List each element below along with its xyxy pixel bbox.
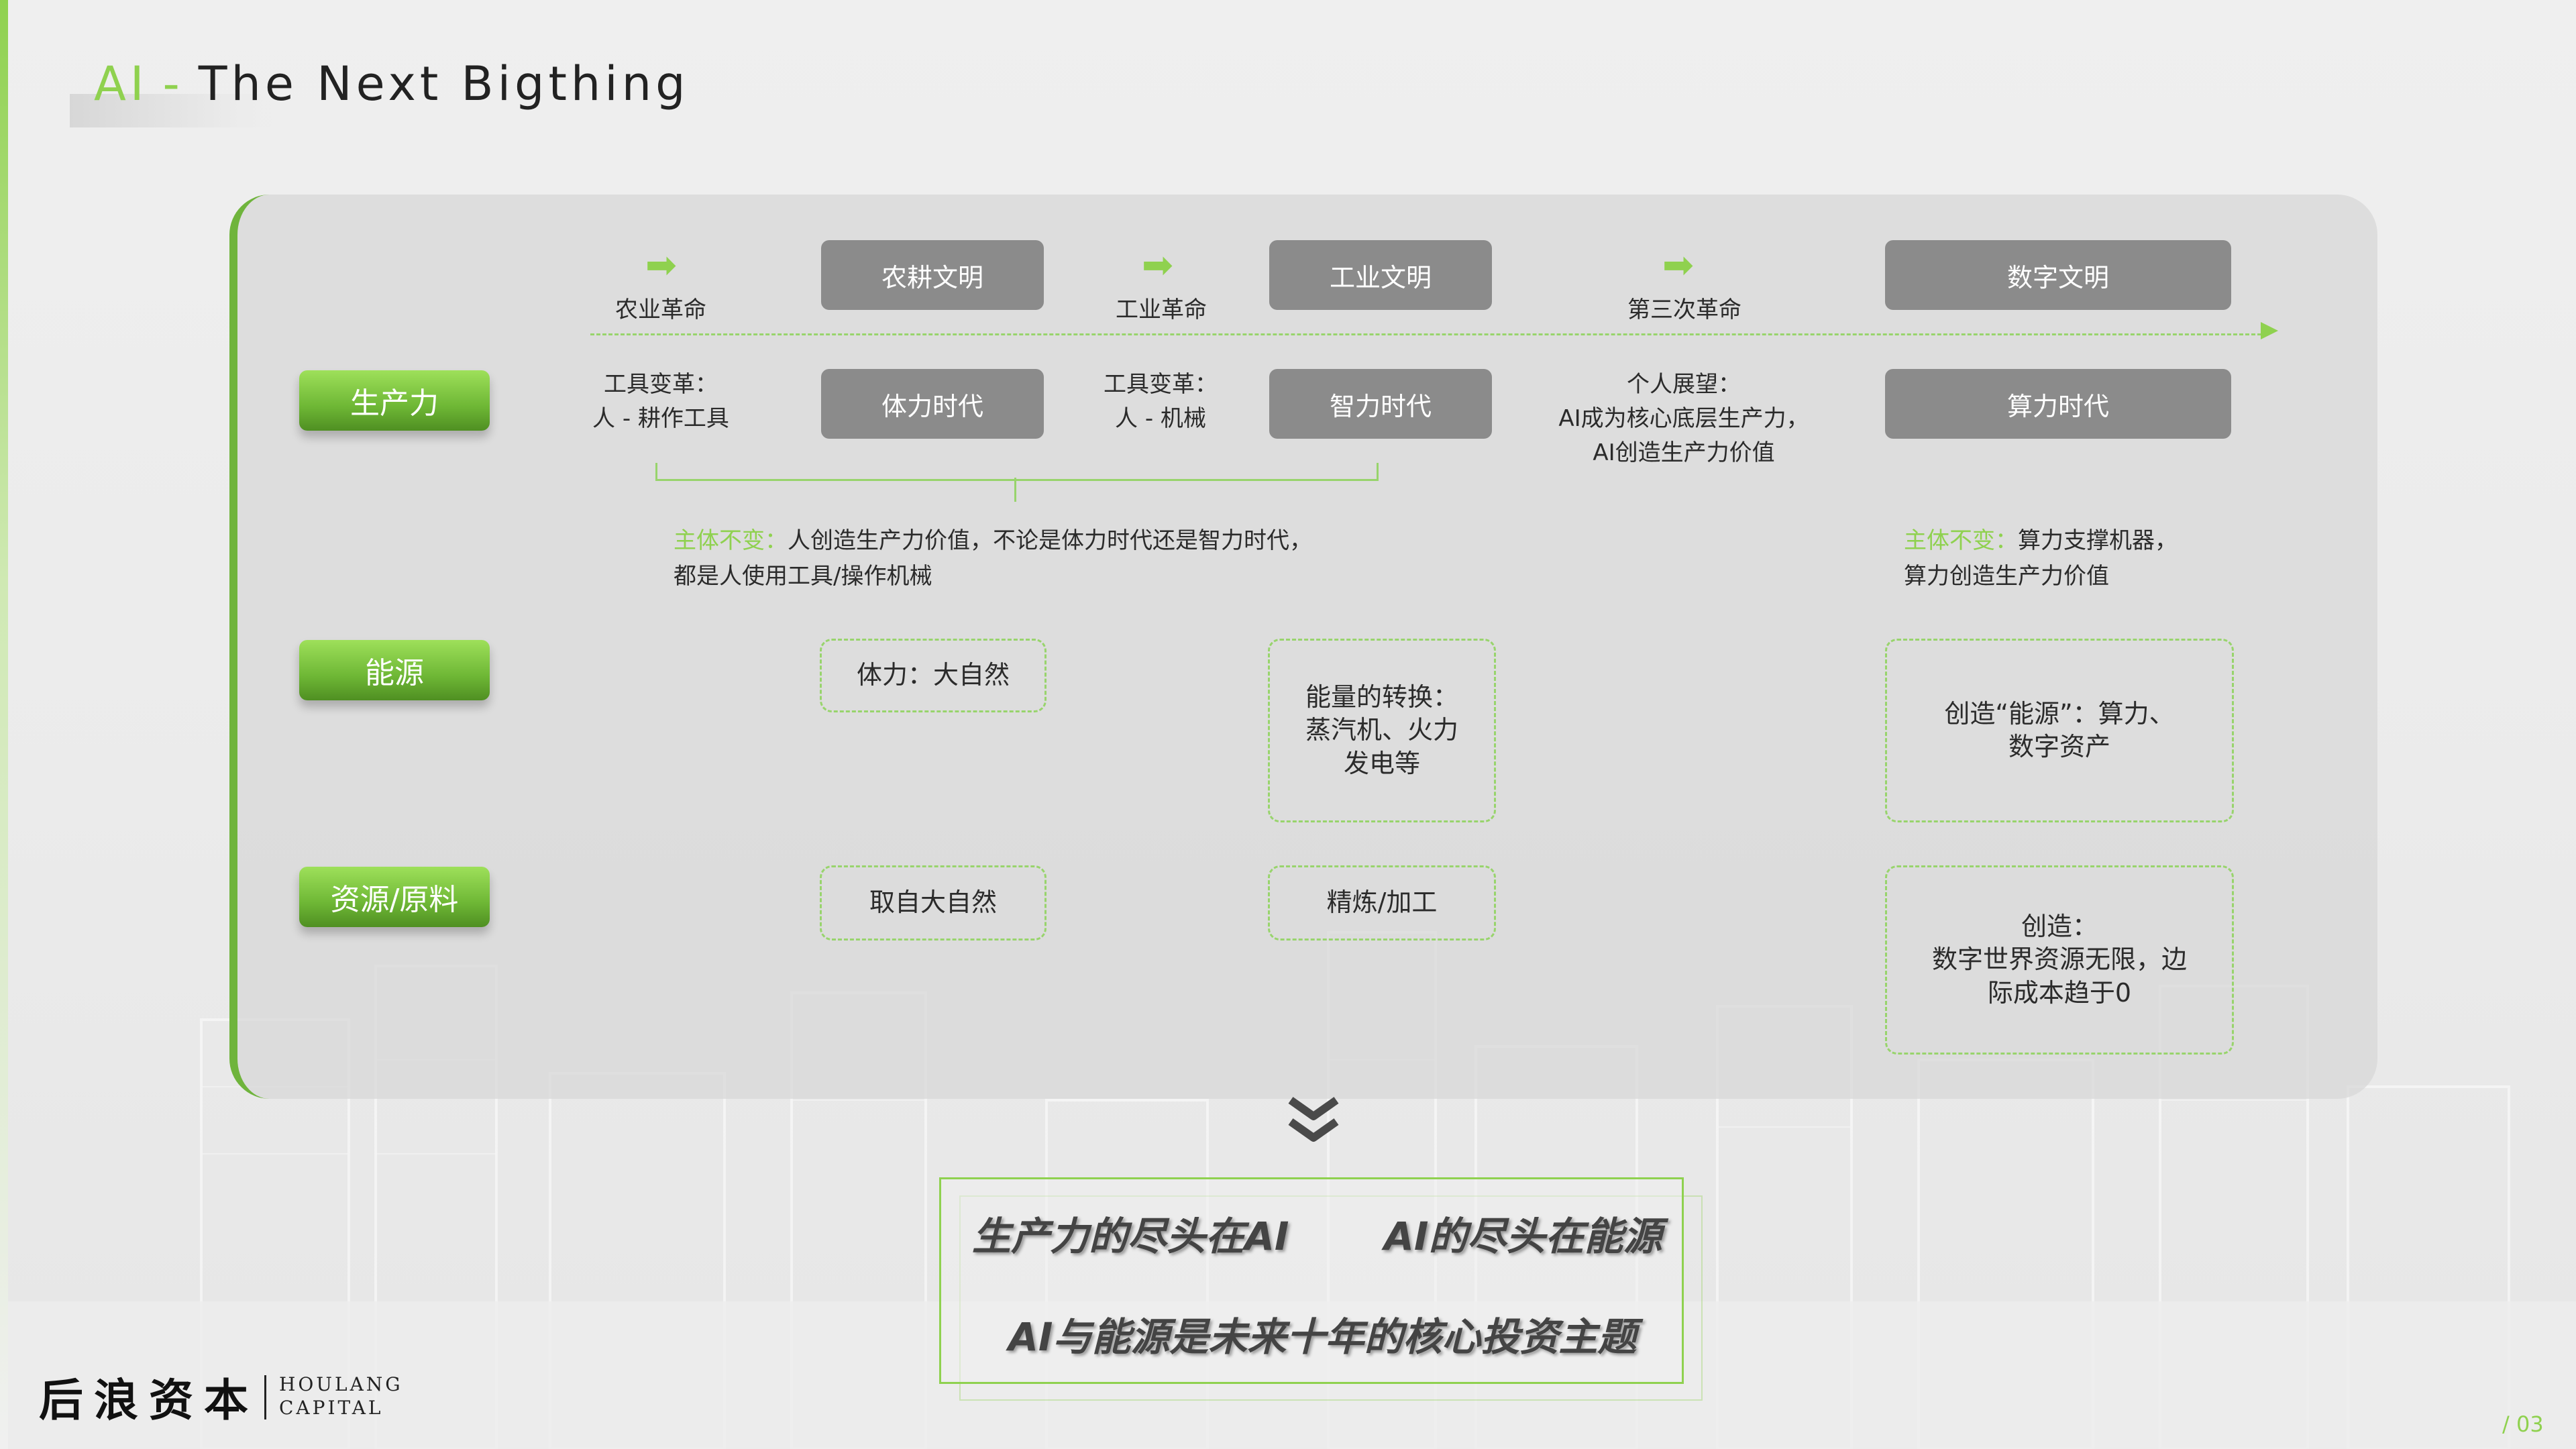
logo-english-line2: CAPITAL — [279, 1397, 384, 1419]
title-rest: The Next Bigthing — [198, 56, 690, 111]
era-compute: 算力时代 — [1885, 369, 2231, 439]
personal-vision-line2: AI创造生产力价值 — [1593, 439, 1775, 466]
grouping-brace-stem — [1014, 478, 1016, 502]
energy-box-3-line1: 创造“能源”：算力、 — [1944, 698, 2175, 729]
energy-box-2-line3: 发电等 — [1343, 748, 1420, 778]
row-label-resources: 资源/原料 — [299, 867, 490, 927]
title-dash: - — [162, 56, 184, 111]
note-right-line2: 算力创造生产力价值 — [1904, 562, 2109, 590]
tool-change-1: 工具变革： 人 - 耕作工具 — [577, 368, 745, 436]
energy-box-1: 体力：大自然 — [820, 639, 1046, 712]
resource-box-3-line3: 际成本趋于0 — [1987, 977, 2132, 1008]
timeline-arrowhead-icon — [2261, 322, 2278, 339]
tool-change-2-title: 工具变革： — [1104, 371, 1218, 398]
note-right-highlight: 主体不变： — [1904, 527, 2018, 554]
summary-line1a: 生产力的尽头在AI — [972, 1214, 1289, 1259]
page-title: AI-The Next Bigthing — [94, 56, 690, 111]
timeline-dashed-line — [590, 333, 2267, 335]
note-left-line2: 都是人使用工具/操作机械 — [674, 562, 932, 590]
page-number: / 03 — [2502, 1411, 2544, 1437]
energy-box-2-line1: 能量的转换： — [1305, 682, 1458, 712]
tool-change-1-title: 工具变革： — [604, 371, 718, 398]
tool-change-2-desc: 人 - 机械 — [1115, 405, 1206, 432]
title-ai: AI — [94, 56, 148, 111]
logo-english: HOULANG CAPITAL — [279, 1373, 403, 1419]
personal-vision-title: 个人展望： — [1627, 371, 1741, 398]
personal-vision: 个人展望： AI成为核心底层生产力， AI创造生产力价值 — [1536, 368, 1831, 470]
summary-line1b: AI的尽头在能源 — [1384, 1214, 1662, 1259]
revolution-label-1: 农业革命 — [615, 297, 706, 323]
logo-english-line1: HOULANG — [279, 1373, 403, 1395]
energy-box-3: 创造“能源”：算力、 数字资产 — [1885, 639, 2234, 822]
row-label-productivity: 生产力 — [299, 370, 490, 431]
double-chevron-down-icon — [1288, 1097, 1339, 1142]
revolution-label-2: 工业革命 — [1116, 297, 1207, 323]
civilization-agricultural: 农耕文明 — [821, 240, 1044, 310]
personal-vision-line1: AI成为核心底层生产力， — [1558, 405, 1809, 432]
summary-line2: AI与能源是未来十年的核心投资主题 — [1008, 1314, 1637, 1360]
resource-box-3: 创造： 数字世界资源无限，边 际成本趋于0 — [1885, 865, 2234, 1055]
tool-change-2: 工具变革： 人 - 机械 — [1087, 368, 1234, 436]
note-left-highlight: 主体不变： — [674, 527, 788, 554]
title-underlay — [70, 94, 284, 127]
resource-box-3-line1: 创造： — [2021, 911, 2098, 941]
arrow-right-icon: ➡ — [645, 244, 677, 287]
grouping-brace — [655, 463, 1379, 481]
note-left-line1: 人创造生产力价值，不论是体力时代还是智力时代， — [788, 527, 1312, 554]
resource-box-3-line2: 数字世界资源无限，边 — [1931, 945, 2187, 975]
note-right-line1: 算力支撑机器， — [2018, 527, 2178, 554]
revolution-label-3: 第三次革命 — [1627, 297, 1741, 323]
left-accent-bar — [0, 0, 8, 1449]
note-right: 主体不变：算力支撑机器， 算力创造生产力价值 — [1904, 523, 2178, 594]
resource-box-1: 取自大自然 — [820, 865, 1046, 941]
tool-change-1-desc: 人 - 耕作工具 — [592, 405, 729, 432]
panel-left-edge — [229, 195, 298, 1099]
era-physical: 体力时代 — [821, 369, 1044, 439]
summary-box: 生产力的尽头在AI AI的尽头在能源 AI与能源是未来十年的核心投资主题 — [939, 1177, 1684, 1384]
era-intelligence: 智力时代 — [1269, 369, 1492, 439]
row-label-energy: 能源 — [299, 640, 490, 700]
energy-box-2-line2: 蒸汽机、火力 — [1305, 715, 1458, 745]
arrow-right-icon: ➡ — [1142, 244, 1173, 287]
logo-chinese: 后浪资本 — [39, 1374, 259, 1426]
energy-box-3-line2: 数字资产 — [2008, 732, 2110, 761]
resource-box-2: 精炼/加工 — [1268, 865, 1496, 941]
logo-separator — [264, 1375, 266, 1419]
arrow-right-icon: ➡ — [1662, 244, 1694, 287]
diagram-panel — [231, 195, 2377, 1099]
civilization-industrial: 工业文明 — [1269, 240, 1492, 310]
civilization-digital: 数字文明 — [1885, 240, 2231, 310]
energy-box-2: 能量的转换： 蒸汽机、火力 发电等 — [1268, 639, 1496, 822]
note-left: 主体不变：人创造生产力价值，不论是体力时代还是智力时代， 都是人使用工具/操作机… — [674, 523, 1312, 594]
